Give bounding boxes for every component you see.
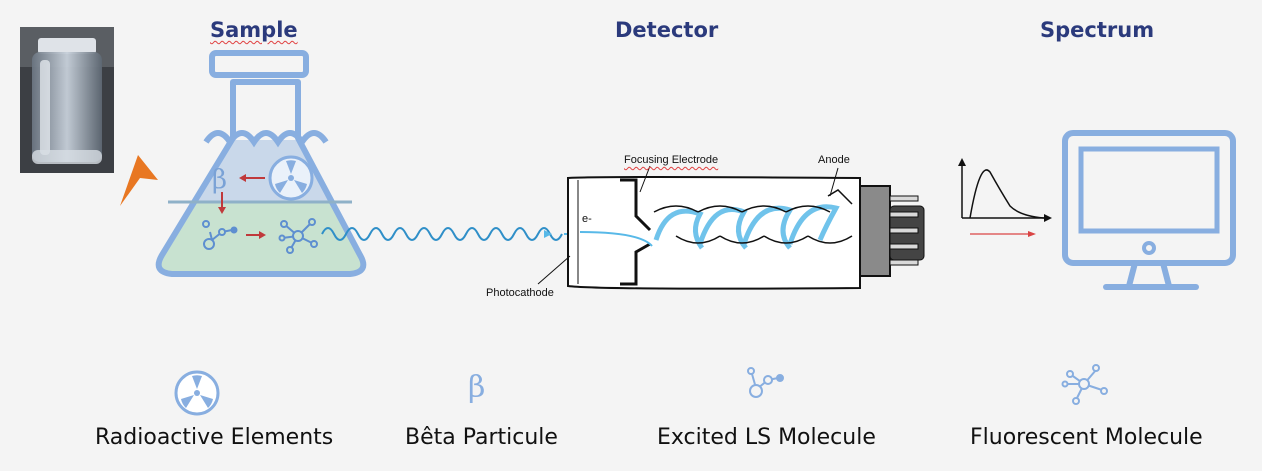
stage-title-sample: Sample — [210, 18, 298, 42]
focusing-electrode-label: Focusing Electrode — [624, 154, 719, 166]
electron-label: e- — [582, 213, 592, 225]
stage-title-spectrum: Spectrum — [1040, 18, 1155, 42]
legend-radioactive-icon — [174, 370, 220, 416]
flask-fluorescent-molecule-icon — [278, 218, 318, 254]
photomultiplier-tube — [537, 165, 925, 290]
flask-excited-molecule-icon — [202, 220, 238, 250]
flask-radioactive-icon — [268, 155, 314, 201]
legend-label-radioactive: Radioactive Elements — [95, 425, 334, 450]
legend-label-excited: Excited LS Molecule — [657, 425, 876, 450]
photocathode-label: Photocathode — [486, 287, 554, 299]
stage-title-detector: Detector — [615, 18, 719, 42]
legend-fluorescent-molecule-icon — [1061, 364, 1108, 405]
computer-monitor-icon — [1062, 130, 1236, 290]
chevron-pointer-icon — [120, 155, 158, 206]
legend-beta-icon: β — [468, 370, 485, 405]
flask-beta-symbol: β — [212, 165, 227, 195]
legend-excited-molecule-icon — [747, 367, 784, 398]
legend-label-fluorescent: Fluorescent Molecule — [970, 425, 1203, 450]
vial-photo — [20, 27, 114, 173]
anode-label: Anode — [818, 154, 850, 166]
photon-wave — [321, 227, 563, 241]
flask: β — [155, 50, 367, 277]
spectrum-graph — [958, 158, 1052, 237]
legend-label-beta: Bêta Particule — [405, 425, 558, 450]
